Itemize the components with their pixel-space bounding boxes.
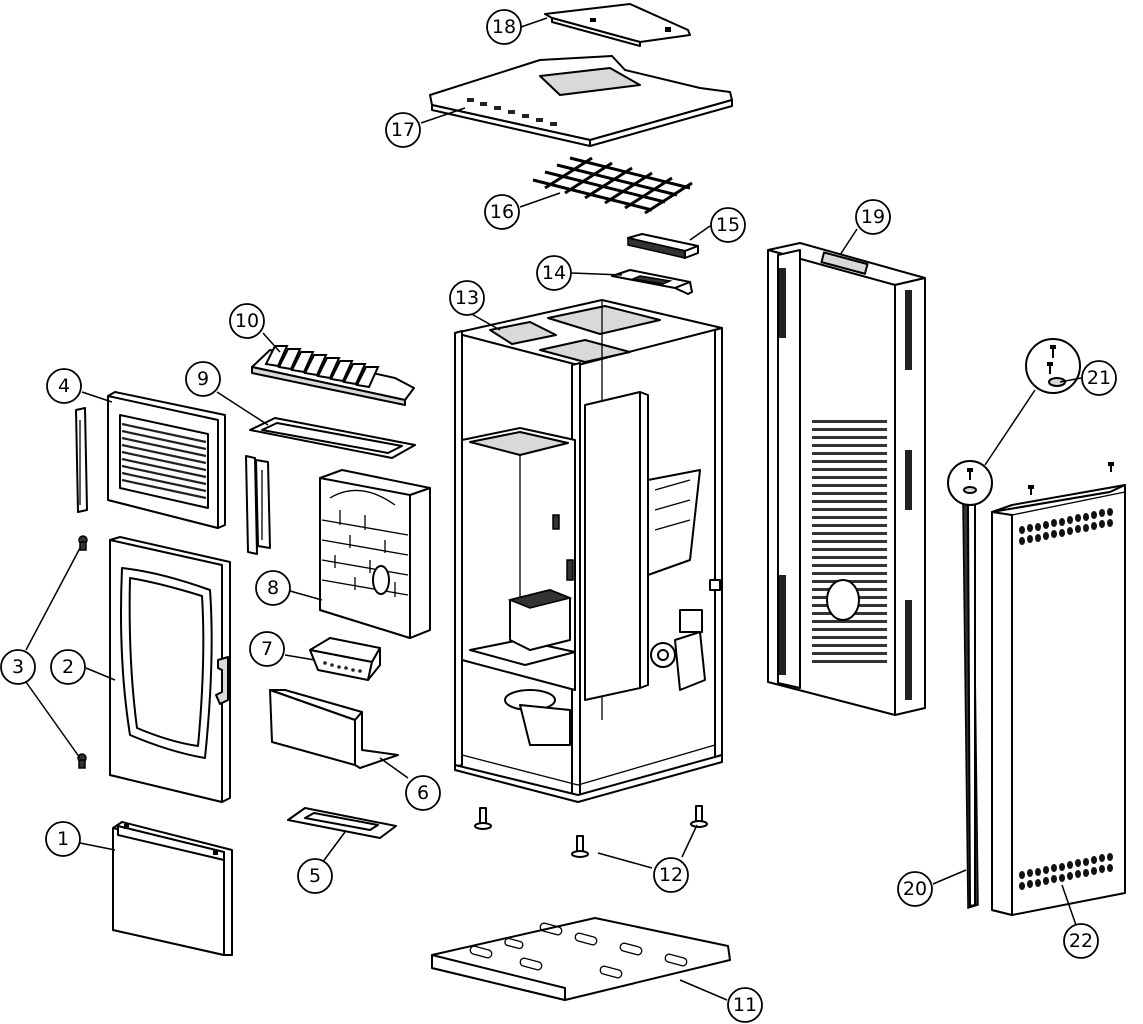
callout-label-10: 10: [235, 310, 259, 332]
side-hinge-strip: [245, 455, 271, 555]
callout-label-15: 15: [716, 214, 740, 236]
callout-19: 19: [855, 199, 891, 235]
callout-label-9: 9: [197, 368, 209, 390]
callout-4: 4: [46, 368, 82, 404]
part-15-tray: [627, 233, 699, 259]
part-1-lower-front-panel: [112, 821, 233, 956]
callout-label-11: 11: [733, 994, 757, 1016]
part-14-bracket: [611, 269, 693, 295]
part-9-gasket: [249, 417, 416, 459]
part-17-top-panel: [429, 55, 733, 147]
callout-21: 21: [1081, 360, 1117, 396]
callout-10: 10: [229, 303, 265, 339]
part-6-ash-drawer: [269, 689, 399, 769]
part-22-side-panel: [991, 484, 1126, 916]
callout-11: 11: [727, 987, 763, 1023]
callout-22: 22: [1063, 923, 1099, 959]
callout-label-17: 17: [391, 119, 415, 141]
part-19-back-panel: [767, 242, 926, 716]
part-5-ash-frame: [287, 807, 397, 839]
callout-label-6: 6: [417, 782, 429, 804]
callout-8: 8: [255, 570, 291, 606]
part-12-feet: [474, 805, 708, 858]
part-18-top-cover: [544, 3, 691, 47]
callout-9: 9: [185, 361, 221, 397]
callout-label-5: 5: [309, 865, 321, 887]
part-3-screws: [77, 535, 88, 769]
callout-label-14: 14: [542, 262, 566, 284]
callout-label-18: 18: [492, 16, 516, 38]
callout-label-2: 2: [62, 656, 74, 678]
callout-12: 12: [653, 857, 689, 893]
callout-label-16: 16: [490, 201, 514, 223]
part-10-grate: [251, 345, 415, 406]
part-20-side-strip: [962, 500, 979, 910]
callout-1: 1: [45, 821, 81, 857]
part-11-base-plate: [431, 917, 731, 1001]
part-2-door: [109, 536, 231, 803]
part-4-front-grille-panel: [75, 391, 226, 529]
part-13-main-frame: [454, 299, 723, 803]
part-7-burner-pot: [309, 637, 381, 681]
callout-16: 16: [484, 194, 520, 230]
callout-label-13: 13: [455, 287, 479, 309]
callout-5: 5: [297, 858, 333, 894]
leader-lines: [25, 17, 1082, 1001]
callout-label-1: 1: [57, 828, 69, 850]
callout-label-3: 3: [12, 656, 24, 678]
callout-14: 14: [536, 255, 572, 291]
callout-15: 15: [710, 207, 746, 243]
callout-label-4: 4: [58, 375, 70, 397]
callout-label-22: 22: [1069, 930, 1093, 952]
part-8-firebrick-back: [319, 469, 431, 639]
callout-label-19: 19: [861, 206, 885, 228]
part-21-fastener-inset: [947, 338, 1114, 506]
callout-label-7: 7: [261, 638, 273, 660]
callout-label-12: 12: [659, 864, 683, 886]
callout-18: 18: [486, 9, 522, 45]
callout-20: 20: [897, 871, 933, 907]
callout-3: 3: [0, 649, 36, 685]
callout-label-8: 8: [267, 577, 279, 599]
callout-7: 7: [249, 631, 285, 667]
callout-17: 17: [385, 112, 421, 148]
callout-2: 2: [50, 649, 86, 685]
callout-13: 13: [449, 280, 485, 316]
callout-label-20: 20: [903, 878, 927, 900]
part-16-grid: [532, 156, 693, 215]
callout-6: 6: [405, 775, 441, 811]
callout-label-21: 21: [1087, 367, 1111, 389]
